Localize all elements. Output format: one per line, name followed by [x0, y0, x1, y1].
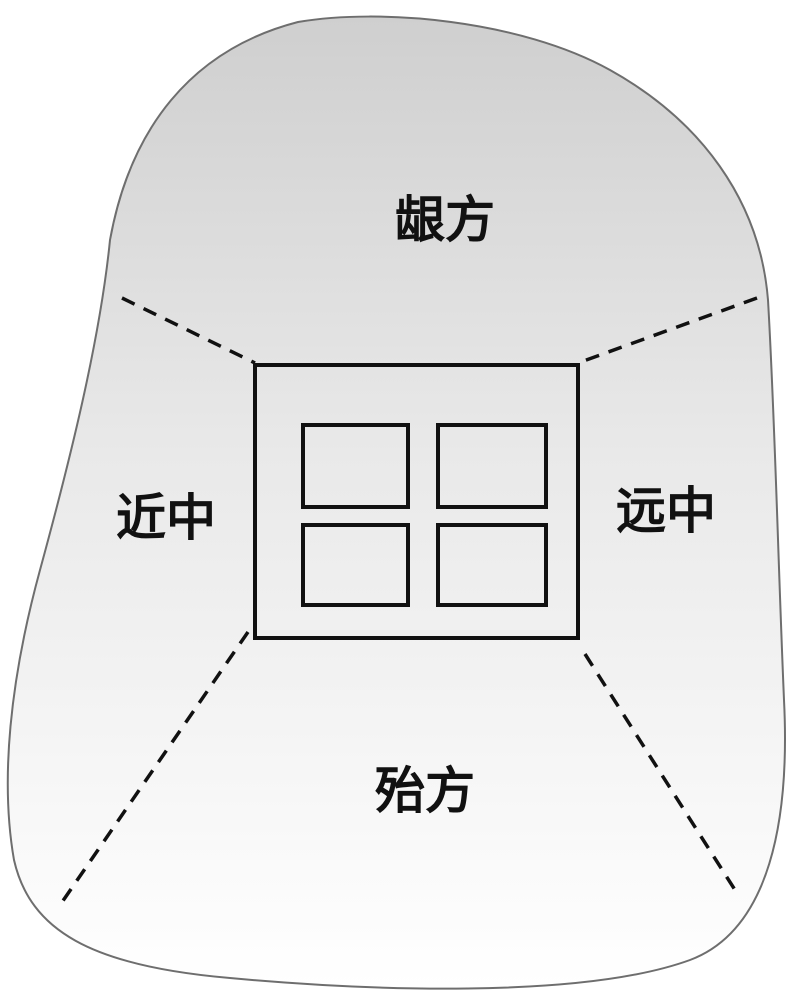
central-square [253, 363, 580, 640]
inner-window-bottom-right [436, 523, 548, 607]
label-gingival: 龈方 [395, 190, 495, 249]
inner-window-bottom-left [301, 523, 410, 607]
tooth-outline [6, 15, 786, 990]
divider-bottom-left [56, 631, 250, 909]
label-distal: 远中 [616, 481, 716, 540]
label-mesial: 近中 [116, 488, 216, 547]
label-occlusal: 殆方 [375, 761, 475, 820]
inner-window-top-left [301, 423, 410, 509]
divider-top-left [121, 296, 256, 365]
divider-top-right [577, 296, 758, 365]
inner-window-top-right [436, 423, 548, 509]
